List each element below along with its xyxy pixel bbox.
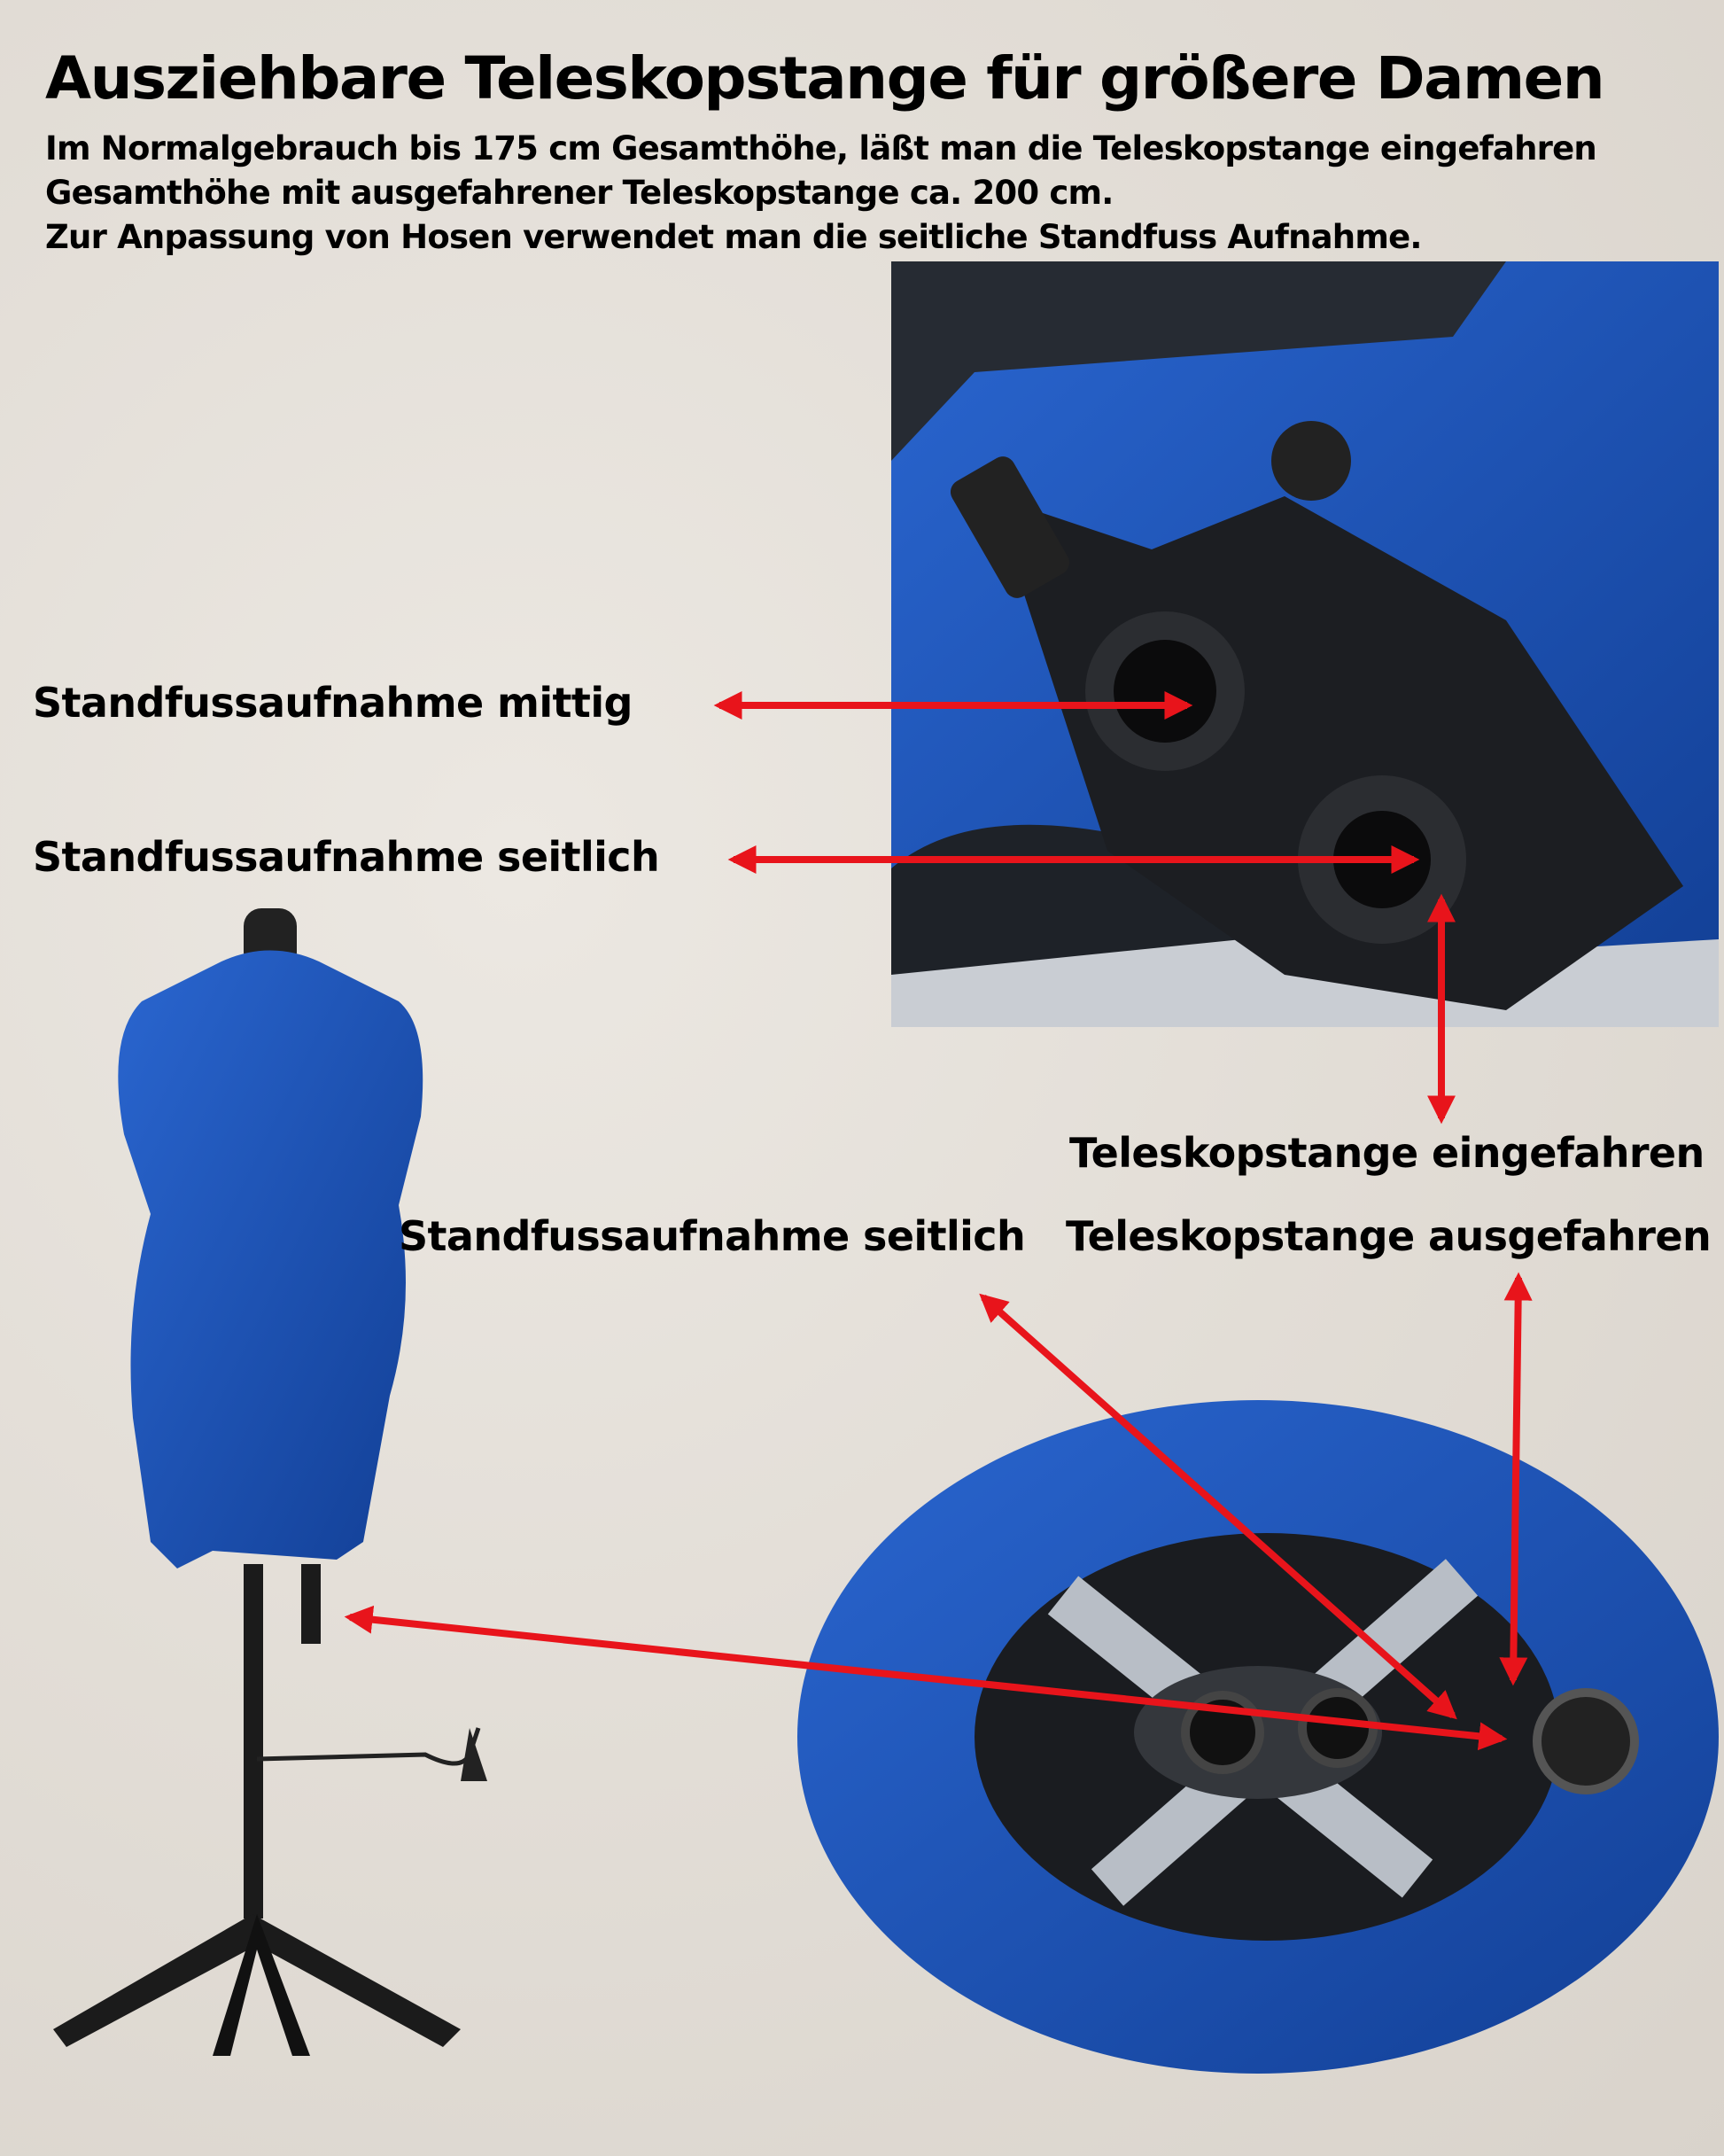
label-center-mount: Standfussaufnahme mittig — [33, 679, 633, 727]
page-title: Ausziehbare Teleskopstange für größere D… — [45, 44, 1605, 113]
label-extended: Teleskopstange ausgefahren — [1066, 1212, 1712, 1260]
callout-arrows — [344, 691, 1533, 1751]
description-line-3: Zur Anpassung von Hosen verwendet man di… — [45, 218, 1422, 256]
description-line-1: Im Normalgebrauch bis 175 cm Gesamthöhe,… — [45, 129, 1597, 167]
mannequin-bottom-photo — [797, 1400, 1719, 2074]
mannequin-photo — [53, 908, 487, 2056]
label-side-mount-bottom: Standfussaufnahme seitlich — [399, 1212, 1026, 1260]
label-side-mount: Standfussaufnahme seitlich — [33, 833, 660, 881]
label-retracted: Teleskopstange eingefahren — [1069, 1129, 1705, 1177]
description-line-2: Gesamthöhe mit ausgefahrener Teleskopsta… — [45, 174, 1114, 212]
mount-closeup-photo — [891, 261, 1719, 1027]
